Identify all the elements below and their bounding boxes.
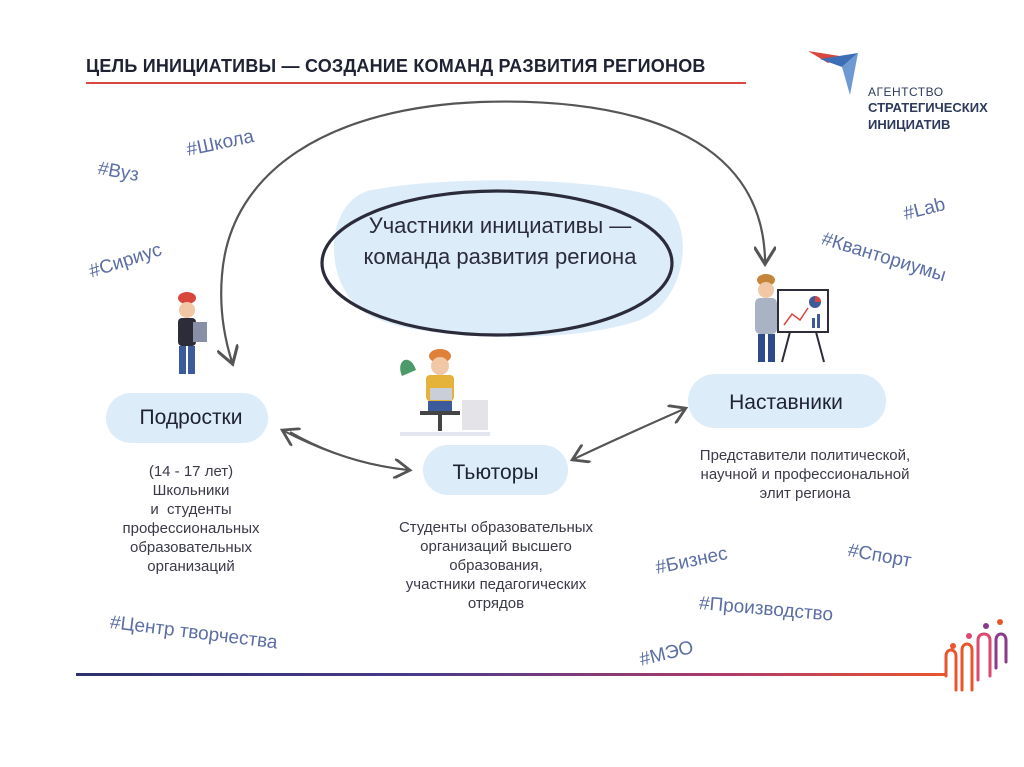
logo-text-line2: СТРАТЕГИЧЕСКИХ bbox=[868, 100, 988, 115]
teens-blob bbox=[106, 393, 268, 443]
teens-desc-line: профессиональных bbox=[122, 520, 260, 537]
teens-description: (14 - 17 лет) Школьники и студенты профе… bbox=[96, 462, 286, 576]
tutors-desc-line: участники педагогических bbox=[405, 576, 587, 593]
teens-desc-line: образовательных bbox=[130, 539, 252, 556]
tutors-desc-line: организаций высшего bbox=[420, 538, 572, 555]
mentors-label: Наставники bbox=[729, 391, 843, 414]
teens-desc-line: Школьники bbox=[152, 482, 230, 499]
tutor-figure-icon bbox=[400, 349, 490, 436]
asi-logo: АГЕНТСТВО СТРАТЕГИЧЕСКИХ ИНИЦИАТИВ bbox=[806, 45, 996, 135]
tutors-label: Тьюторы bbox=[452, 461, 539, 484]
center-blob bbox=[333, 180, 683, 337]
tutors-desc-line: Студенты образовательных bbox=[398, 519, 594, 536]
mentors-description: Представители политической, научной и пр… bbox=[660, 446, 950, 503]
tutors-blob bbox=[423, 445, 568, 495]
center-statement: Участники инициативы — команда развития … bbox=[363, 213, 637, 269]
arrow-teens-tutors bbox=[289, 431, 408, 470]
title-underline bbox=[86, 82, 746, 84]
arc-arrow-mentors-to-teens bbox=[221, 100, 767, 362]
page-title: ЦЕЛЬ ИНИЦИАТИВЫ — СОЗДАНИЕ КОМАНД РАЗВИТ… bbox=[86, 56, 706, 76]
bottom-gradient-line bbox=[76, 673, 946, 676]
teens-desc-line: организаций bbox=[147, 558, 235, 575]
teen-figure-icon bbox=[178, 292, 207, 374]
tutors-desc-line: отрядов bbox=[467, 595, 525, 612]
decorative-wave-icon bbox=[944, 619, 1008, 692]
logo-mark-icon bbox=[808, 51, 858, 95]
mentor-figure-icon bbox=[755, 274, 829, 363]
mentors-desc-line: научной и профессиональной bbox=[700, 466, 910, 483]
logo-text-line1: АГЕНТСТВО bbox=[868, 85, 944, 99]
teens-desc-line: и студенты bbox=[150, 501, 232, 518]
logo-text-line3: ИНИЦИАТИВ bbox=[868, 117, 951, 132]
mentors-blob bbox=[688, 374, 886, 428]
mentors-desc-line: элит региона bbox=[759, 485, 851, 502]
mentors-desc-line: Представители политической, bbox=[699, 447, 911, 464]
teens-label: Подростки bbox=[139, 406, 243, 429]
center-ellipse bbox=[320, 189, 674, 337]
teens-desc-line: (14 - 17 лет) bbox=[148, 463, 234, 480]
tutors-desc-line: образования, bbox=[449, 557, 543, 574]
tutors-description: Студенты образовательных организаций выс… bbox=[365, 518, 627, 613]
